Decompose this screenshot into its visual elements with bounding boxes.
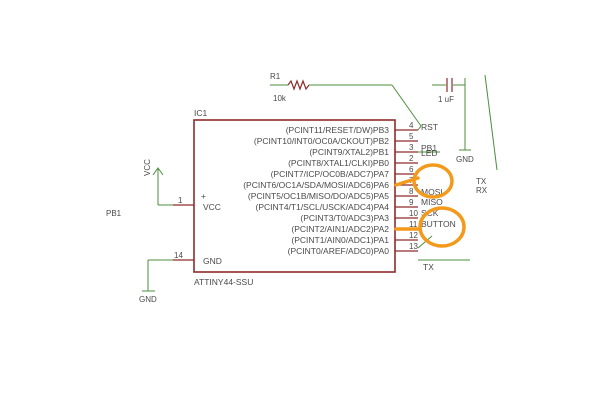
resistor-ref: R1: [270, 72, 281, 81]
net-pb1: PB1: [421, 143, 437, 153]
vcc-symbol: VCC: [143, 159, 173, 206]
pin-number: 13: [409, 242, 418, 251]
pin-name: (PCINT7/ICP/OC0B/ADC7)PA7: [271, 169, 390, 179]
pin-name: (PCINT9/XTAL2)PB1: [309, 147, 389, 157]
pin-number: 9: [409, 198, 414, 207]
tx-right-label: TX: [476, 177, 487, 186]
net-mosi: MOSI: [421, 187, 443, 197]
pin-number: 8: [409, 187, 414, 196]
pin-number: 6: [409, 165, 414, 174]
pb1-left-label: PB1: [106, 209, 122, 218]
pin-name: (PCINT3/T0/ADC3)PA3: [300, 213, 389, 223]
plus-mark: +: [201, 191, 206, 201]
pin-name: (PCINT4/T1/SCL/USCK/ADC4)PA4: [255, 202, 389, 212]
pin-1-number: 1: [178, 196, 183, 205]
chip-right-pins: (PCINT11/RESET/DW)PB3 4 (PCINT10/INT0/OC0A…: [243, 121, 418, 256]
pin-14-number: 14: [174, 251, 183, 260]
net-tx: TX: [423, 262, 434, 272]
chip-part: ATTINY44-SSU: [194, 277, 253, 287]
led-highlight-arrow: [394, 176, 420, 187]
net-miso: MISO: [421, 197, 443, 207]
net-button: BUTTON: [421, 219, 456, 229]
pin-number: 3: [409, 143, 414, 152]
connector-wire: [484, 74, 498, 171]
net-rst: RST: [421, 122, 438, 132]
pin-number: 11: [409, 220, 418, 229]
pin-number: 12: [409, 231, 418, 240]
gnd-right-label: GND: [456, 155, 474, 164]
gnd-pin-label: GND: [203, 256, 222, 266]
pin-number: 2: [409, 154, 414, 163]
net-led: LED: [421, 148, 438, 158]
resistor-r1: R1 10k: [270, 72, 422, 127]
pin-name: (PCINT6/OC1A/SDA/MOSI/ADC6)PA6: [243, 180, 389, 190]
gnd-symbol-right: GND: [456, 149, 474, 164]
pin-name: (PCINT10/INT0/OC0A/CKOUT)PB2: [254, 136, 389, 146]
pin-name: (PCINT1/AIN0/ADC1)PA1: [291, 235, 389, 245]
vcc-pin-label: VCC: [203, 202, 221, 212]
rx-right-label: RX: [476, 186, 488, 195]
pin-number: 5: [409, 132, 414, 141]
gnd-symbol-left: GND: [139, 259, 173, 304]
pin-name: (PCINT2/AIN1/ADC2)PA2: [291, 224, 389, 234]
pin-number: 4: [409, 121, 414, 130]
gnd-left-label: GND: [139, 295, 157, 304]
resistor-value: 10k: [273, 94, 287, 103]
pin-name: (PCINT5/OC1B/MISO/DO/ADC5)PA5: [248, 191, 389, 201]
chip-ref: IC1: [194, 108, 208, 118]
pin-number: 10: [409, 209, 418, 218]
button-highlight-circle: [418, 206, 466, 248]
capacitor: 1 uF: [432, 78, 466, 150]
pin-name: (PCINT8/XTAL1/CLKI)PB0: [288, 158, 389, 168]
capacitor-value: 1 uF: [438, 95, 454, 104]
pin-name: (PCINT0/AREF/ADC0)PA0: [288, 246, 390, 256]
pin-name: (PCINT11/RESET/DW)PB3: [286, 125, 390, 135]
vcc-supply-label: VCC: [143, 159, 152, 176]
highlight-annotations: [394, 163, 466, 248]
